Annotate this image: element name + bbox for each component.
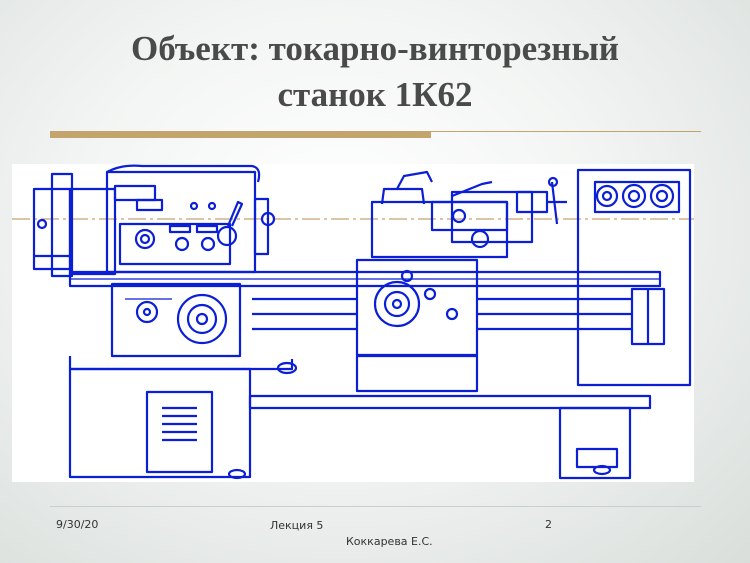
title-divider-line xyxy=(431,131,701,132)
footer-divider xyxy=(50,506,701,507)
footer-page-number: 2 xyxy=(545,518,552,531)
slide-title: Объект: токарно-винторезный станок 1К62 xyxy=(40,26,710,118)
footer-date: 9/30/20 xyxy=(56,518,99,531)
title-accent-bar xyxy=(50,131,431,138)
slide-title-line-1: Объект: токарно-винторезный xyxy=(131,29,619,68)
footer-lecture: Лекция 5 xyxy=(270,519,324,532)
lathe-drawing xyxy=(12,164,694,482)
footer-author: Коккарева Е.С. xyxy=(346,535,433,548)
slide-title-line-2: станок 1К62 xyxy=(277,75,473,114)
footer-info: Лекция 5 Коккарева Е.С. xyxy=(270,518,510,550)
